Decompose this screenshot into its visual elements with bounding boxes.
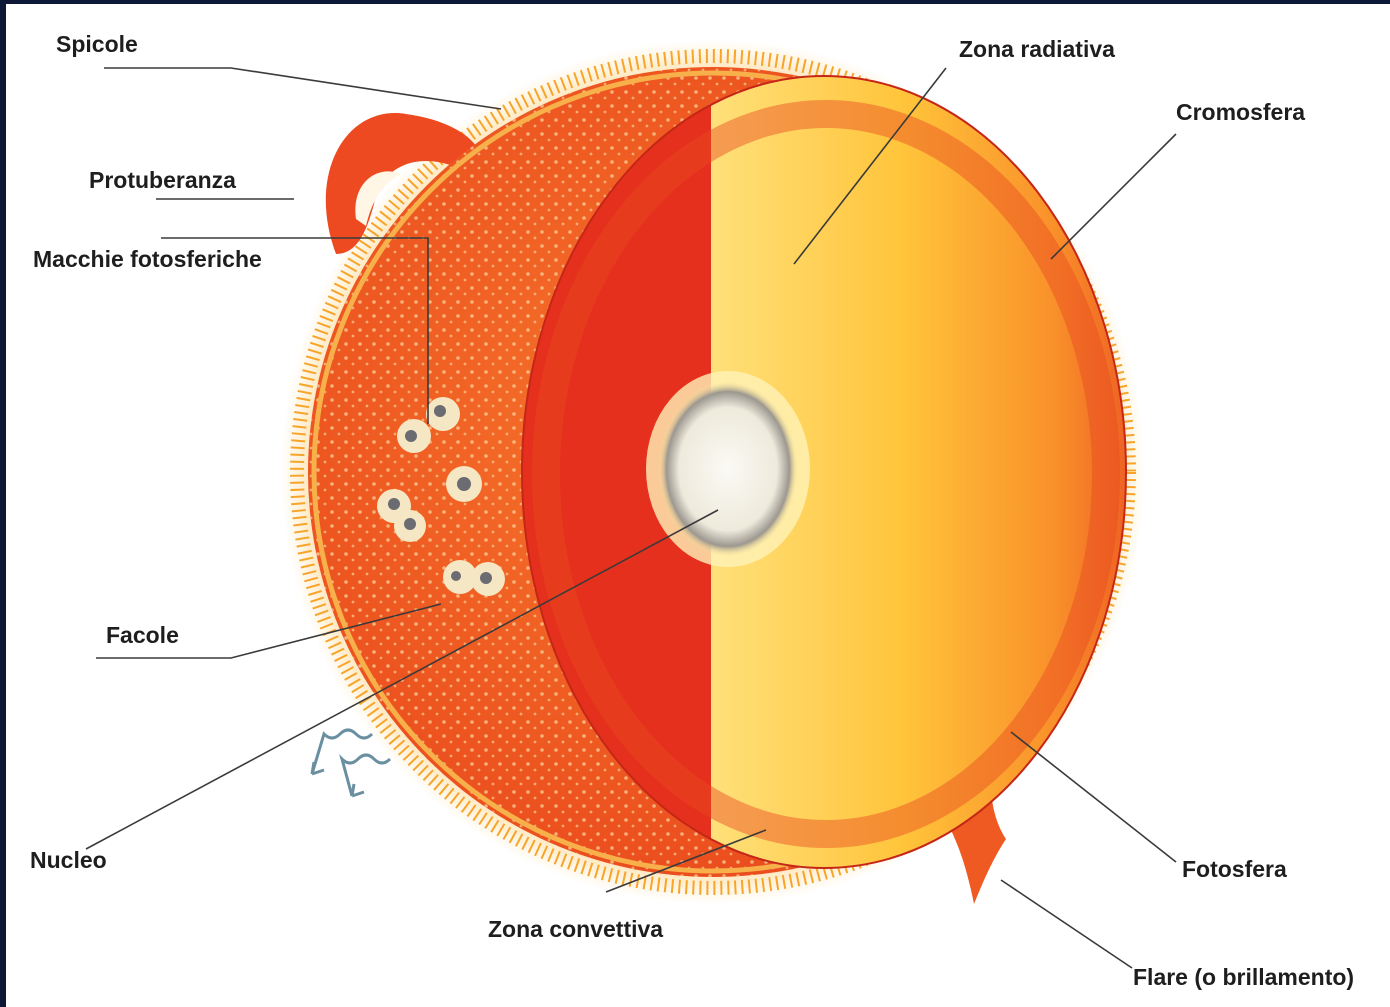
label-facole: Facole [106, 624, 179, 647]
label-nucleo: Nucleo [30, 849, 107, 872]
sun-structure-diagram: Spicole Protuberanza Macchie fotosferich… [6, 4, 1390, 1007]
label-cromosfera: Cromosfera [1176, 101, 1305, 124]
label-fotosfera: Fotosfera [1182, 858, 1287, 881]
label-spicole: Spicole [56, 33, 138, 56]
label-zona-radiativa: Zona radiativa [959, 38, 1115, 61]
label-macchie-fotosferiche: Macchie fotosferiche [33, 248, 262, 271]
label-flare: Flare (o brillamento) [1133, 966, 1354, 989]
label-zona-convettiva: Zona convettiva [488, 918, 663, 941]
label-protuberanza: Protuberanza [89, 169, 236, 192]
